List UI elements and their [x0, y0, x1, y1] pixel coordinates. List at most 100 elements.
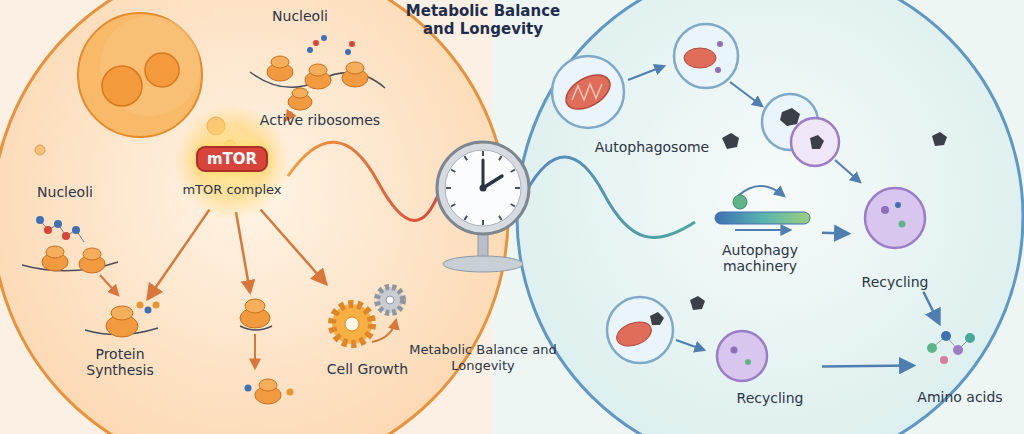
machinery-bar [715, 212, 810, 224]
debris [731, 347, 738, 354]
amino-bead [307, 47, 313, 53]
debris [780, 108, 800, 126]
nucleolus [145, 53, 179, 87]
amino-acid [953, 345, 963, 355]
node-label: mTOR complex [182, 182, 281, 198]
flow-arrow [676, 340, 704, 350]
ribosome [271, 56, 289, 68]
amino-bead [137, 302, 144, 309]
mitochondrion [560, 68, 616, 116]
clock-tick [499, 216, 502, 220]
clock-base [443, 256, 523, 272]
debris [810, 135, 824, 149]
amino-bead [349, 41, 355, 47]
flow-arrow [730, 82, 762, 106]
flow-arrow [372, 320, 396, 342]
nucleus-highlight [100, 16, 200, 116]
flow-arrow [236, 212, 250, 292]
debris [722, 133, 739, 149]
flow-arrow [628, 66, 664, 80]
peptide-chain [40, 220, 84, 242]
clock-tick [482, 220, 484, 225]
clock-tick [515, 187, 520, 189]
ribosome [111, 306, 133, 320]
debris [899, 221, 906, 228]
cell-circle [517, 0, 1023, 434]
lysosome [791, 118, 839, 166]
recycling-lysosome: Recycling [720, 328, 820, 406]
debris [895, 202, 901, 208]
debris [650, 312, 664, 325]
node-label: Recycling [862, 274, 929, 290]
ribosome [83, 248, 101, 260]
amino-acid [927, 343, 937, 353]
ribosome [309, 64, 327, 76]
nucleolus [102, 66, 142, 106]
flow-arrow [735, 229, 790, 231]
amino-bead [287, 389, 294, 396]
ribosome [292, 88, 308, 98]
amino-bead [72, 226, 80, 234]
flow-arrow [100, 275, 118, 295]
mitochondrion [684, 48, 716, 68]
amino-acid [965, 333, 975, 343]
diagram-title: Metabolic Balance and Longevity [398, 2, 568, 38]
flow-arrow [822, 364, 913, 367]
amino-bead [36, 216, 44, 224]
clock-tick [446, 187, 451, 189]
mtor-badge: mTOR [196, 146, 268, 172]
text-label: Active ribosomes [258, 112, 382, 128]
clock-tick [451, 204, 455, 207]
protein-synthesis: Protein Synthesis [75, 300, 165, 378]
amino-bead [153, 302, 160, 309]
recycling-lysosome: Recycling [850, 180, 940, 290]
flow-arrow [148, 210, 209, 299]
vesicle [674, 24, 738, 88]
clock-face [445, 150, 521, 226]
text-label: Nucleoli [255, 8, 345, 24]
clock-tick [465, 156, 468, 160]
lysosome [865, 188, 925, 248]
clock-tick [499, 156, 502, 160]
amino-link [932, 336, 970, 350]
clock-pivot [480, 185, 487, 192]
clock-tick [465, 216, 468, 220]
lysosome [717, 331, 767, 381]
gear [332, 304, 372, 344]
signal-wave [526, 157, 695, 238]
vesicle [607, 297, 673, 363]
clock-tick [482, 151, 484, 156]
ribosome [346, 62, 364, 74]
clock-tick [511, 170, 515, 173]
debris [690, 296, 705, 310]
node-label: Cell Growth [327, 361, 408, 377]
autophagosome: Autophagosome [592, 136, 712, 158]
clock-tick [511, 204, 515, 207]
gear-hole [386, 296, 394, 304]
amino-bead [321, 35, 327, 41]
flow-arrow [738, 186, 784, 196]
flow-arrow [822, 232, 848, 235]
vesicle [552, 56, 624, 128]
node-label: Protein Synthesis [75, 346, 165, 378]
amino-bead [245, 385, 252, 392]
amino-bead [313, 40, 319, 46]
ribosome [259, 379, 277, 391]
flow-arrow [835, 160, 860, 182]
node-label: Autophagy machinery [700, 242, 820, 274]
amino-bead [345, 49, 351, 55]
clock-hand [482, 160, 485, 188]
debris [881, 206, 889, 214]
gear-hole [345, 317, 359, 331]
node-label: Amino acids [917, 389, 1002, 405]
amino-bead [54, 220, 62, 228]
ribosome [245, 299, 265, 313]
autophagy-machinery: Autophagy machinery [700, 188, 820, 274]
flow-arrow [254, 334, 256, 368]
text-label: Nucleoli [20, 184, 110, 200]
debris [932, 132, 947, 146]
signal-wave [288, 142, 440, 220]
cell-growth: Cell Growth [320, 285, 415, 377]
nucleus [78, 13, 202, 137]
